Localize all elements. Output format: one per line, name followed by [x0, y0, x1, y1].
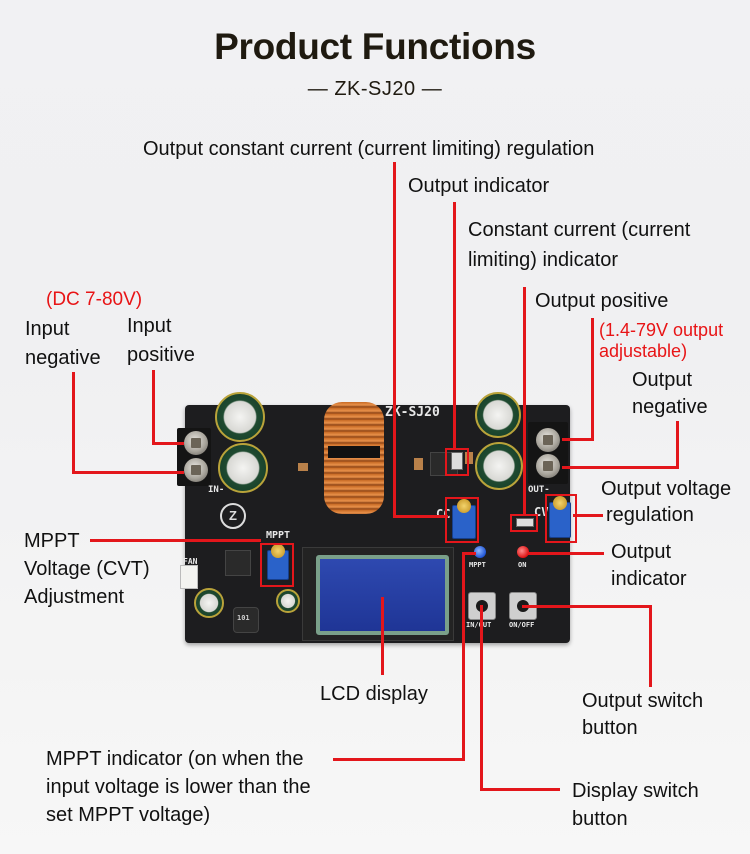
mppt-highlight-box: [260, 543, 294, 587]
label-mppt-indicator-3: set MPPT voltage): [46, 804, 211, 826]
brand-logo-icon: Z: [220, 503, 246, 529]
input-capacitor-1: [215, 392, 265, 442]
on-led-icon: [517, 546, 529, 558]
label-output-switch-2: button: [582, 717, 638, 739]
cv-highlight-box: [545, 494, 577, 543]
silk-led-on: ON: [518, 561, 527, 569]
input-positive-screw: [184, 431, 208, 455]
toroid-inductor: [324, 402, 384, 514]
leader-line: [90, 539, 261, 542]
leader-line: [480, 788, 560, 791]
silk-inductor-101: 101: [237, 614, 250, 622]
input-capacitor-2: [218, 443, 268, 493]
smd-component: [298, 463, 308, 471]
leader-line: [462, 552, 476, 555]
label-output-range-1: (1.4-79V output: [599, 320, 724, 340]
small-capacitor-1: [194, 588, 224, 618]
mppt-led-icon: [474, 546, 486, 558]
output-led-smd: [451, 452, 463, 470]
silk-btn-in-out: IN/OUT: [466, 621, 492, 629]
cc-highlight-box: [445, 497, 479, 543]
label-output-indicator-right-2: indicator: [611, 568, 687, 590]
output-negative-screw: [536, 454, 560, 478]
label-mppt-adjustment-2: Voltage (CVT): [24, 558, 150, 580]
silk-out-minus: OUT-: [528, 485, 550, 495]
label-cc-indicator-2: limiting) indicator: [468, 249, 619, 271]
page-title: Product Functions: [214, 26, 536, 67]
cv-trimmer[interactable]: [549, 496, 571, 538]
label-output-switch-1: Output switch: [582, 690, 704, 712]
label-input-positive-1: Input: [127, 315, 172, 337]
leader-line: [72, 471, 184, 474]
cc-led-highlight-box: [510, 514, 538, 532]
label-display-switch-2: button: [572, 808, 628, 830]
label-output-positive: Output positive: [535, 290, 669, 312]
label-mppt-adjustment-3: Adjustment: [24, 586, 125, 608]
label-output-negative-2: negative: [632, 396, 708, 418]
smd-component: [465, 452, 473, 464]
leader-line: [649, 605, 652, 687]
label-lcd-display: LCD display: [320, 683, 428, 705]
leader-line: [676, 421, 679, 468]
label-input-negative-2: negative: [25, 347, 101, 369]
label-output-range-2: adjustable): [599, 341, 688, 361]
label-cc-indicator-1: Constant current (current: [468, 219, 691, 241]
mppt-trimmer[interactable]: [267, 544, 289, 580]
label-input-positive-2: positive: [127, 344, 195, 366]
silk-btn-on-off: ON/OFF: [509, 621, 535, 629]
output-capacitor-2: [475, 442, 523, 490]
inductor-core: [328, 446, 380, 458]
leader-line: [523, 287, 526, 516]
label-mppt-indicator-1: MPPT indicator (on when the: [46, 748, 304, 770]
leader-line: [152, 442, 184, 445]
leader-line: [393, 515, 448, 518]
leader-line: [453, 202, 456, 450]
label-mppt-adjustment-1: MPPT: [24, 530, 80, 552]
label-display-switch-1: Display switch: [572, 780, 699, 802]
fan-connector: [180, 565, 198, 589]
output-led-highlight-box: [445, 448, 469, 476]
label-output-indicator-top: Output indicator: [408, 175, 550, 197]
leader-line: [480, 605, 483, 790]
model-subtitle: — ZK-SJ20 —: [307, 78, 443, 100]
leader-line: [462, 552, 465, 761]
label-mppt-indicator-2: input voltage is lower than the: [46, 776, 311, 798]
leader-line: [393, 162, 396, 517]
leader-line: [591, 318, 594, 440]
label-input-range: (DC 7-80V): [46, 289, 143, 310]
cc-led-smd: [516, 518, 534, 527]
label-output-voltage-regulation-2: regulation: [606, 504, 694, 526]
label-output-voltage-regulation-1: Output voltage: [601, 478, 732, 500]
silk-fan: FAN: [183, 557, 198, 566]
leader-line: [573, 514, 603, 517]
label-output-negative-1: Output: [632, 369, 693, 391]
label-output-cc-regulation: Output constant current (current limitin…: [143, 138, 595, 160]
leader-line: [381, 597, 384, 675]
silk-mppt: MPPT: [266, 530, 291, 541]
leader-line: [72, 372, 75, 473]
regulator-chip: [225, 550, 251, 576]
label-output-indicator-right-1: Output: [611, 541, 672, 563]
cc-trimmer[interactable]: [452, 499, 476, 539]
label-input-negative-1: Input: [25, 318, 70, 340]
leader-line: [522, 605, 652, 608]
leader-line: [528, 552, 604, 555]
leader-line: [152, 370, 155, 444]
leader-line: [333, 758, 465, 761]
leader-line: [562, 438, 594, 441]
silk-in-minus: IN-: [208, 485, 225, 495]
leader-line: [562, 466, 679, 469]
output-positive-screw: [536, 428, 560, 452]
inductor-101: [233, 607, 259, 633]
silk-led-mppt: MPPT: [469, 561, 486, 569]
smd-component: [414, 458, 423, 470]
output-capacitor-1: [475, 392, 521, 438]
small-capacitor-2: [276, 589, 300, 613]
silk-model: ZK-SJ20: [385, 405, 440, 420]
input-negative-screw: [184, 458, 208, 482]
